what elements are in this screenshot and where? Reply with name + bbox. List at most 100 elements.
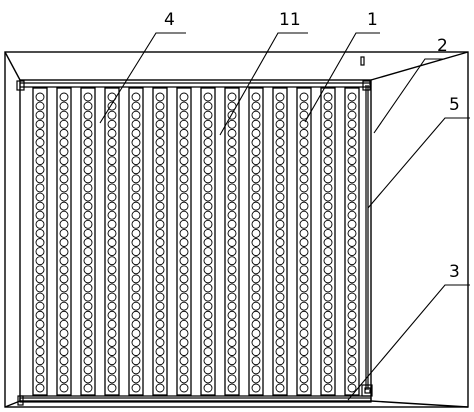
tube-hole <box>179 192 189 202</box>
tube-hole <box>275 228 285 238</box>
tube-hole <box>347 174 357 184</box>
tube-hole <box>203 301 213 311</box>
tube-hole <box>347 101 357 111</box>
tube-hole <box>347 274 357 284</box>
tube <box>176 87 192 396</box>
tube-hole <box>203 338 213 347</box>
tube <box>224 87 240 396</box>
tube-hole <box>275 183 285 193</box>
tube-hole <box>347 383 357 393</box>
tube-hole <box>275 338 285 347</box>
leader-5 <box>367 117 470 209</box>
tube-hole <box>323 219 333 229</box>
tube-hole <box>323 256 333 266</box>
tube-hole <box>83 238 93 247</box>
tube-hole <box>179 210 189 220</box>
tube-hole <box>299 192 309 202</box>
tube-hole <box>35 110 45 120</box>
tube-hole <box>179 219 189 229</box>
tube-hole <box>203 128 213 138</box>
tube-outline <box>56 87 72 396</box>
tube-hole <box>107 210 117 220</box>
tube-hole <box>155 174 165 184</box>
tube <box>200 87 216 396</box>
tube-hole <box>59 356 69 366</box>
tube-hole <box>251 92 261 102</box>
tube-hole <box>227 128 237 138</box>
tube-hole <box>107 165 117 175</box>
tube-hole <box>347 110 357 120</box>
tube-hole <box>107 138 117 147</box>
tube-hole <box>299 274 309 284</box>
tube-hole <box>227 383 237 393</box>
tube-hole <box>83 101 93 111</box>
tube-hole <box>131 192 141 202</box>
tube-hole <box>227 265 237 275</box>
tube-hole <box>83 265 93 275</box>
tube-hole <box>179 383 189 393</box>
tube-hole <box>35 319 45 329</box>
tube-hole <box>251 128 261 138</box>
tube-hole <box>323 338 333 347</box>
tube-hole <box>83 365 93 375</box>
tube-hole <box>179 292 189 302</box>
tube-hole <box>179 365 189 375</box>
tube-hole <box>59 292 69 302</box>
tube-hole <box>83 119 93 129</box>
tube-hole <box>83 310 93 320</box>
tube-hole <box>251 347 261 357</box>
tube-hole <box>227 138 237 147</box>
tube-hole <box>35 101 45 111</box>
tube-hole <box>179 256 189 266</box>
tube-hole <box>107 328 117 338</box>
tube-group <box>32 87 360 396</box>
tube-hole <box>323 247 333 257</box>
tube-hole <box>179 374 189 384</box>
tube-outline <box>80 87 96 396</box>
tube-hole <box>227 92 237 102</box>
tube-hole <box>323 110 333 120</box>
tube-hole <box>347 347 357 357</box>
tube-hole <box>59 156 69 166</box>
tube-hole <box>227 256 237 266</box>
tube-hole <box>347 356 357 366</box>
tube-hole <box>251 283 261 293</box>
tube-hole <box>155 310 165 320</box>
tube-hole <box>59 174 69 184</box>
tube-hole <box>131 219 141 229</box>
tube-hole <box>275 283 285 293</box>
tube-hole <box>59 228 69 238</box>
tube-hole <box>131 138 141 147</box>
tube-hole <box>299 165 309 175</box>
callout-4: 4 <box>164 10 175 30</box>
tube-hole <box>107 228 117 238</box>
tube-hole <box>107 119 117 129</box>
tube-hole <box>83 383 93 393</box>
tube-hole <box>59 265 69 275</box>
tube-outline <box>272 87 288 396</box>
tube-hole <box>323 192 333 202</box>
tube-hole <box>275 347 285 357</box>
tube-hole <box>227 292 237 302</box>
tube-hole <box>107 283 117 293</box>
tube-hole <box>251 292 261 302</box>
tube-hole <box>347 365 357 375</box>
tube-hole <box>155 192 165 202</box>
tube-hole <box>299 210 309 220</box>
tube-hole <box>227 328 237 338</box>
tube-hole <box>275 174 285 184</box>
tube-hole <box>323 92 333 102</box>
tube-hole <box>203 365 213 375</box>
tube-hole <box>155 356 165 366</box>
bottom-right-bracket-inner <box>364 387 371 394</box>
tube-hole <box>347 338 357 347</box>
tube-hole <box>323 274 333 284</box>
tube-hole <box>251 265 261 275</box>
tube-hole <box>131 238 141 247</box>
tube-hole <box>227 338 237 347</box>
tube-hole <box>107 110 117 120</box>
tube-hole <box>155 347 165 357</box>
tube-hole <box>35 138 45 147</box>
tube-hole <box>155 383 165 393</box>
tube-hole <box>251 174 261 184</box>
